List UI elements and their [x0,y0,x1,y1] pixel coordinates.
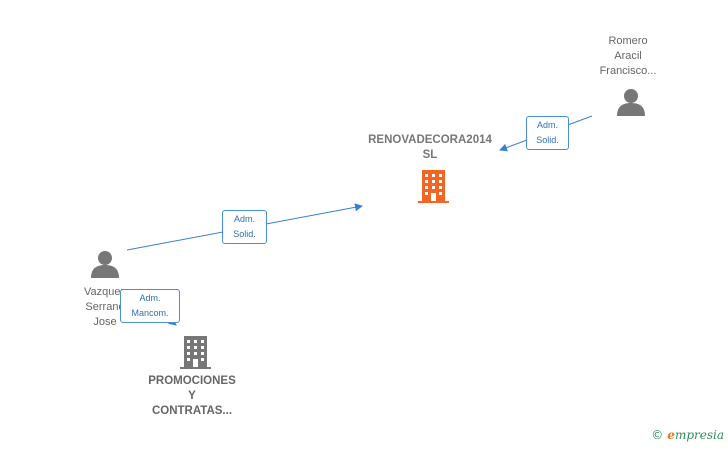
person-name-line: Vazquez [84,286,126,298]
person-node-vazquez-label[interactable]: Vazquez Serrano Jose [60,285,150,330]
relation-badge-romero-main[interactable]: Adm. Solid. [526,116,569,150]
person-icon[interactable] [91,251,119,278]
company-name-line: SL [422,149,438,161]
brand-name: mpresia [674,428,724,442]
person-name-line: Serrano [85,301,125,313]
company-name-line: CONTRATAS... [151,405,233,417]
company-node-renovadecora-label[interactable]: RENOVADECORA2014 SL [355,133,505,163]
relation-badge-vazquez-promo[interactable]: Adm. Mancom. [120,289,180,323]
relation-type-line: Solid. [233,229,256,239]
brand-logo: ©empresia [651,428,724,442]
person-node-romero-label[interactable]: Romero Aracil Francisco... [578,34,678,79]
relation-type-line: Adm. [233,214,255,224]
company-name-line: Y [188,390,196,402]
relation-type-line: Adm. [536,120,558,130]
company-name-line: PROMOCIONES [148,375,236,387]
person-name-line: Aracil [614,50,642,62]
building-icon[interactable] [180,336,211,369]
company-node-promociones-label[interactable]: PROMOCIONES Y CONTRATAS... [127,374,257,419]
copyright-symbol: © [651,428,664,442]
person-icon[interactable] [617,89,645,116]
person-name-line: Jose [93,316,117,328]
company-name-line: RENOVADECORA2014 [368,134,492,146]
building-icon[interactable] [418,170,449,203]
brand-initial: e [667,428,675,442]
person-name-line: Romero [608,35,648,47]
relation-type-line: Adm. [139,293,161,303]
relation-type-line: Mancom. [131,308,169,318]
person-name-line: Francisco... [599,65,657,77]
relation-badge-vazquez-main[interactable]: Adm. Solid. [222,210,267,244]
relation-type-line: Solid. [536,135,559,145]
